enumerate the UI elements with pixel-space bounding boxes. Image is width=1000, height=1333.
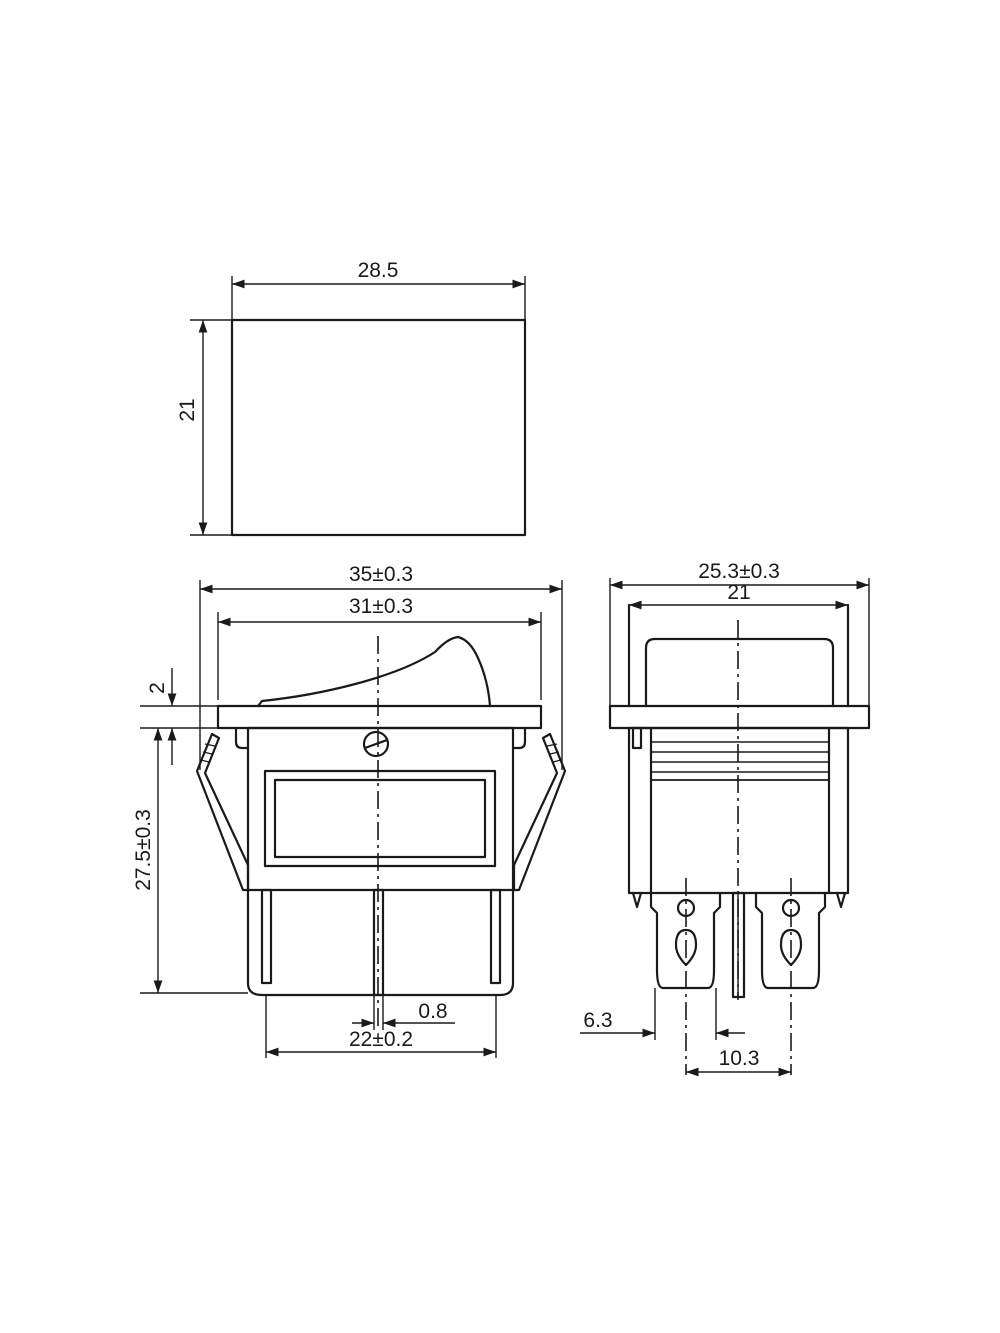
top-view: 28.5 21 bbox=[176, 259, 527, 537]
top-height-label: 21 bbox=[176, 398, 199, 421]
lamp-window-inner bbox=[273, 778, 487, 859]
left-snap-clip bbox=[195, 732, 250, 892]
side-ribs bbox=[649, 726, 831, 895]
pivot-mark bbox=[362, 730, 390, 758]
side-outer-frame bbox=[627, 603, 850, 708]
top-width-label: 28.5 bbox=[358, 259, 399, 282]
front-flange bbox=[216, 704, 543, 730]
lamp-window-outer bbox=[263, 769, 497, 868]
side-inner-width-label: 21 bbox=[727, 581, 750, 604]
rocker-actuator bbox=[256, 635, 492, 708]
terminal-span-label: 22±0.2 bbox=[349, 1028, 413, 1051]
terminal-width-label: 6.3 bbox=[583, 1009, 612, 1032]
front-terminals bbox=[260, 888, 502, 997]
body-height-label: 27.5±0.3 bbox=[132, 809, 155, 891]
front-outer-width-label: 35±0.3 bbox=[349, 563, 413, 586]
side-outer-width-label: 25.3±0.3 bbox=[698, 560, 780, 583]
terminal-pitch-label: 10.3 bbox=[719, 1047, 760, 1070]
side-flange bbox=[608, 704, 871, 730]
front-inner-width-label: 31±0.3 bbox=[349, 595, 413, 618]
side-view: 25.3±0.3 21 bbox=[580, 560, 871, 1077]
flange-thickness-label: 2 bbox=[146, 682, 169, 694]
side-actuator bbox=[644, 637, 835, 708]
right-snap-clip bbox=[512, 732, 567, 892]
top-view-outline bbox=[230, 318, 527, 537]
terminal-thickness-label: 0.8 bbox=[418, 1000, 447, 1023]
front-view: 35±0.3 31±0.3 bbox=[132, 563, 567, 1058]
front-base bbox=[246, 888, 515, 997]
